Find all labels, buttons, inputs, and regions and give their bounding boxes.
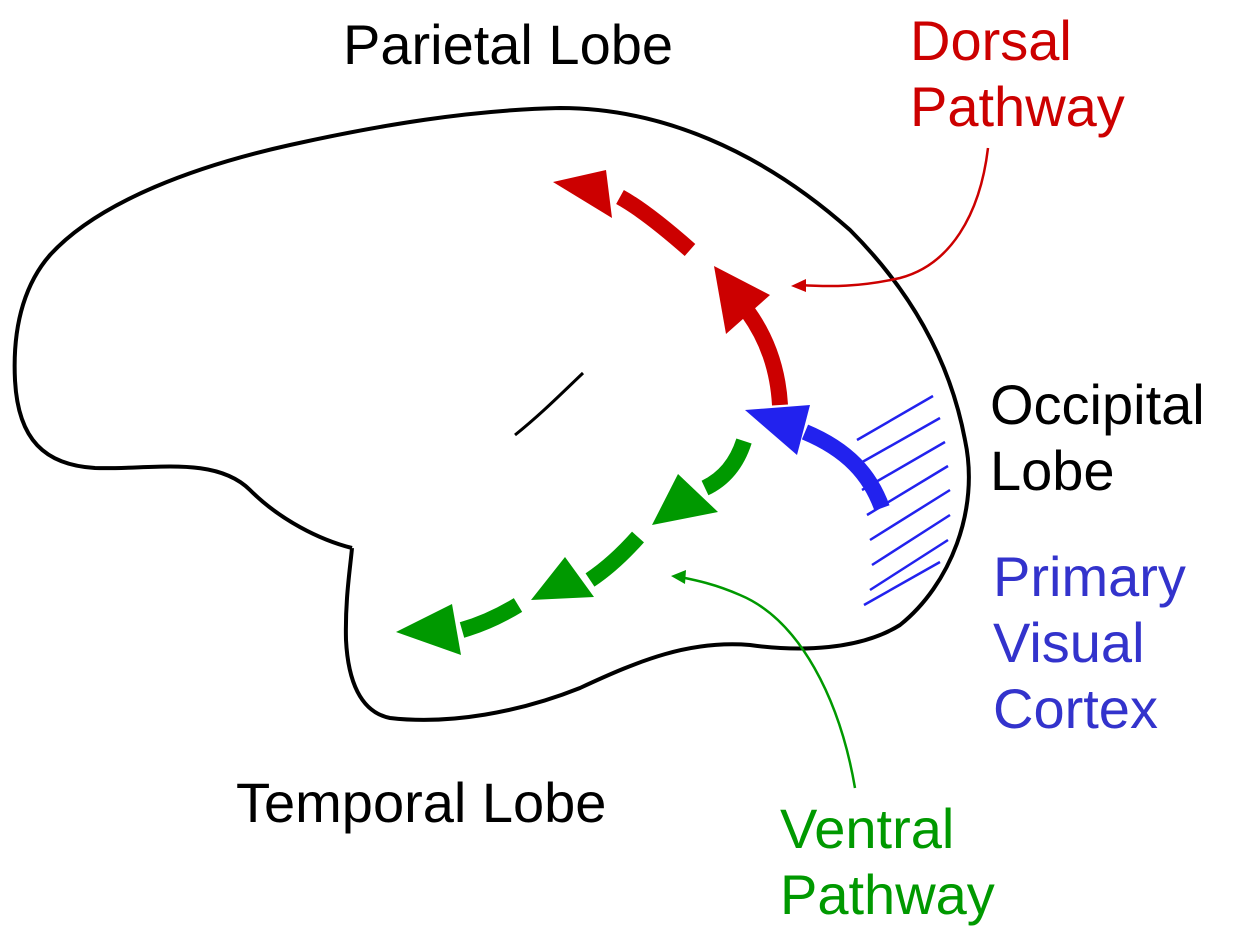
- brain-outline: [15, 108, 969, 720]
- ventral-pathway-label: Ventral Pathway: [780, 796, 995, 928]
- occipital-line-1: Occipital: [990, 372, 1205, 438]
- dorsal-pathway-label: Dorsal Pathway: [910, 8, 1125, 140]
- primary-visual-arrow: [745, 405, 882, 508]
- lateral-sulcus-line: [515, 373, 583, 435]
- occipital-line-2: Lobe: [990, 438, 1205, 504]
- parietal-lobe-label: Parietal Lobe: [343, 12, 673, 78]
- pvc-line-1: Primary: [993, 544, 1186, 610]
- ventral-pathway-arrows: [396, 441, 744, 655]
- dorsal-line-2: Pathway: [910, 74, 1125, 140]
- dorsal-label-pointer: [791, 148, 988, 292]
- ventral-line-1: Ventral: [780, 796, 995, 862]
- primary-visual-cortex-label: Primary Visual Cortex: [993, 544, 1186, 742]
- ventral-line-2: Pathway: [780, 862, 995, 928]
- parietal-lobe-text: Parietal Lobe: [343, 12, 673, 78]
- temporal-lobe-label: Temporal Lobe: [236, 770, 606, 836]
- pvc-line-3: Cortex: [993, 676, 1186, 742]
- dorsal-line-1: Dorsal: [910, 8, 1125, 74]
- ventral-label-pointer: [671, 570, 855, 788]
- dorsal-pathway-arrows: [553, 170, 780, 405]
- temporal-lobe-text: Temporal Lobe: [236, 770, 606, 836]
- occipital-lobe-label: Occipital Lobe: [990, 372, 1205, 504]
- pvc-line-2: Visual: [993, 610, 1186, 676]
